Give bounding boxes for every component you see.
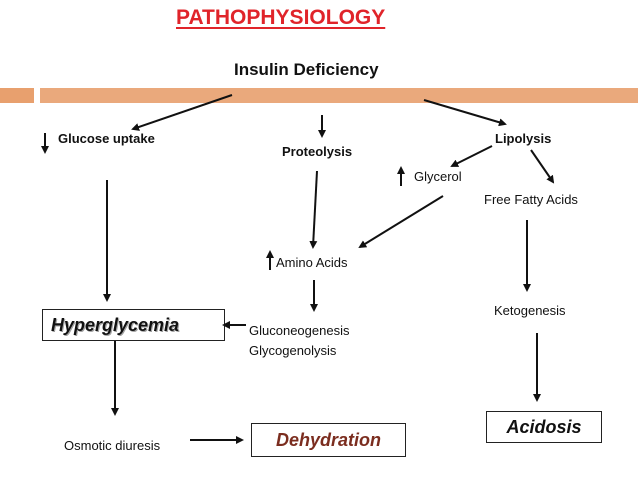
dehydration-box: Dehydration [251, 423, 406, 457]
arrow-proteolysis-to-amino [309, 170, 318, 249]
acidosis-box: Acidosis [486, 411, 602, 443]
gluconeogenesis-label: Gluconeogenesis [249, 323, 350, 338]
glycerol-label: Glycerol [414, 169, 462, 184]
slide-title: PATHOPHYSIOLOGY [176, 6, 386, 29]
ketogenesis-label: Ketogenesis [494, 303, 566, 318]
glucose-uptake-label: Glucose uptake [58, 131, 155, 146]
osmotic-diuresis-label: Osmotic diuresis [64, 438, 161, 453]
amino-acids-label: Amino Acids [276, 255, 348, 270]
insulin-deficiency-label: Insulin Deficiency [234, 60, 379, 79]
arrow-glycerol-to-amino [358, 195, 444, 249]
glycogenolysis-label: Glycogenolysis [249, 343, 337, 358]
free-fatty-acids-label: Free Fatty Acids [484, 192, 578, 207]
proteolysis-label: Proteolysis [282, 144, 353, 159]
arrow-insulin-to-lipolysis [423, 99, 507, 127]
arrow-lipolysis-to-glycerol [450, 145, 493, 167]
arrow-insulin-to-glucose-uptake [131, 94, 233, 131]
decor-bar-left [0, 88, 34, 103]
arrow-lipolysis-to-ffa [530, 149, 555, 184]
lipolysis-label: Lipolysis [495, 131, 552, 146]
decor-bar-right [40, 88, 638, 103]
